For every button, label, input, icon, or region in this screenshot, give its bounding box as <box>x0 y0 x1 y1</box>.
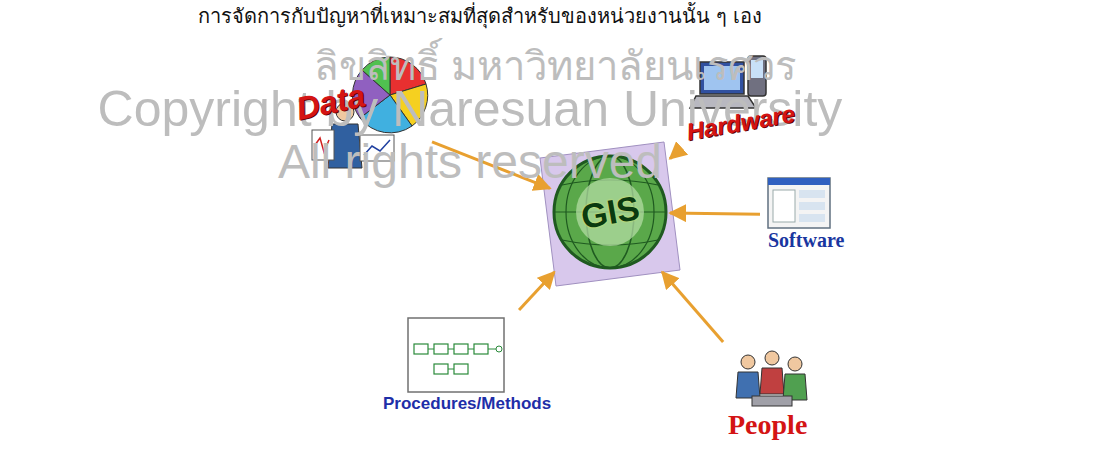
diagram-node: Hardware <box>672 52 800 148</box>
procedures-label: Procedures/Methods <box>383 395 551 414</box>
arrow-connector <box>519 272 554 310</box>
diagram-node: People <box>724 344 818 450</box>
diagram-node: GIS <box>552 154 668 270</box>
hardware-label: Hardware <box>685 101 797 146</box>
people-label: People <box>728 410 807 441</box>
software-icon <box>768 178 830 228</box>
data-label: Data <box>293 78 368 127</box>
body-text: การจัดการกับปัญหาที่เหมาะสมที่สุดสำหรับข… <box>198 0 761 32</box>
arrow-connector <box>662 272 723 342</box>
arrow-connector <box>670 213 760 214</box>
arrow-connector <box>670 150 680 159</box>
diagram-node: Software <box>762 176 852 254</box>
procedures-icon <box>408 318 504 392</box>
people-icon <box>736 351 807 406</box>
diagram-node: Procedures/Methods <box>380 312 556 418</box>
watermark-text: All rights reserved <box>278 134 662 189</box>
diagram-node: Data <box>292 55 430 173</box>
gis-label: GIS <box>578 189 642 236</box>
software-label: Software <box>768 229 844 251</box>
